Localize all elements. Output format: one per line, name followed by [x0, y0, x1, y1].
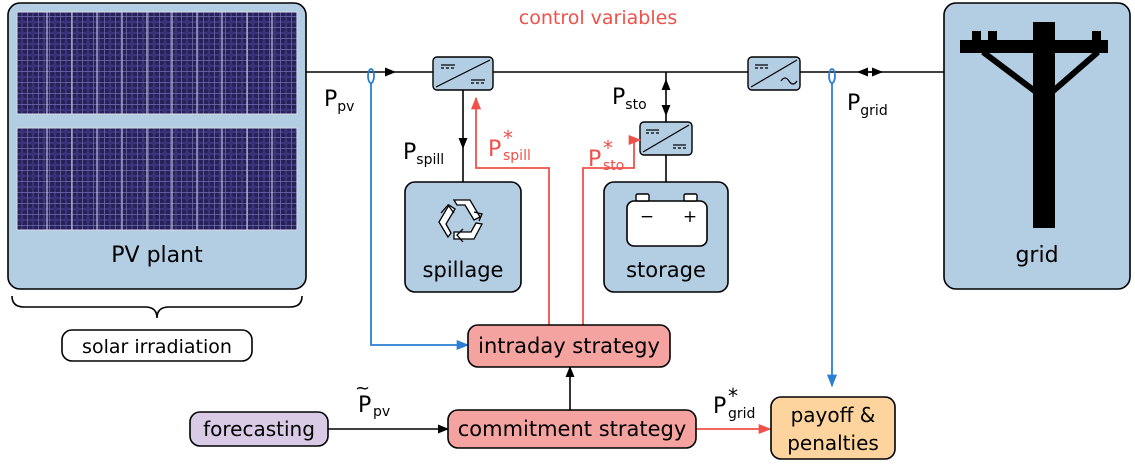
solar-panel-icon [16, 11, 298, 231]
svg-text:P: P [358, 393, 371, 418]
pv-plant-block: PV plant [7, 2, 307, 290]
grid-block: grid [943, 2, 1131, 290]
converter-icon [747, 56, 801, 91]
svg-text:pv: pv [373, 404, 390, 420]
svg-text:P: P [713, 394, 726, 419]
svg-text:~: ~ [355, 378, 370, 399]
label-p-sto: Psto [612, 85, 647, 113]
recycle-icon [438, 199, 483, 243]
svg-text:P: P [488, 137, 501, 162]
svg-text:*: * [603, 136, 613, 160]
spillage-label: spillage [423, 258, 504, 282]
grid-sensor [828, 68, 836, 84]
label-p-pv: Ppv [324, 87, 354, 115]
payoff-box [770, 396, 896, 460]
control-spill [470, 96, 550, 325]
label-p-sto-star: P * sto [588, 136, 624, 174]
label-p-grid: Pgrid [847, 91, 888, 119]
pv-sensor [367, 68, 375, 84]
label-p-spill: Pspill [403, 140, 444, 168]
svg-text:*: * [728, 384, 738, 408]
solar-panel [16, 127, 48, 231]
diagram-title: control variables [519, 7, 677, 29]
measure-pv-to-intraday [370, 83, 470, 351]
battery-plus: + [683, 207, 697, 227]
intraday-strategy-label: intraday strategy [478, 334, 660, 358]
payoff-label-line2: penalties [787, 431, 879, 455]
converter-icon [432, 56, 494, 91]
label-p-spill-star: P * spill [488, 126, 531, 164]
svg-text:spill: spill [503, 148, 531, 164]
forecasting-box [189, 411, 329, 447]
label-p-grid-star: P * grid [713, 384, 755, 422]
forecasting-label: forecasting [203, 417, 315, 441]
svg-text:P: P [588, 147, 601, 172]
pv-plant-label: PV plant [111, 243, 203, 268]
battery-minus: − [640, 207, 654, 227]
commitment-strategy-box [447, 409, 697, 449]
utility-pole-icon [960, 22, 1108, 228]
spillage-block: spillage [404, 181, 522, 293]
svg-text:sto: sto [603, 158, 624, 174]
svg-text:grid: grid [728, 406, 755, 422]
solar-panel [16, 11, 48, 115]
svg-text:*: * [503, 126, 513, 150]
solar-irradiation-label: solar irradiation [82, 336, 232, 358]
storage-label: storage [626, 258, 706, 282]
storage-block: − + storage [603, 181, 729, 293]
intraday-strategy-box [467, 324, 671, 368]
battery-icon: − + [626, 193, 708, 247]
control-sto [582, 134, 642, 325]
payoff-label-line1: payoff & [791, 403, 876, 427]
label-p-pv-forecast: P ~ pv [355, 378, 390, 420]
grid-label: grid [1015, 243, 1058, 268]
irradiation-brace [11, 295, 303, 319]
converter-icon [639, 121, 693, 156]
solar-irradiation-box [61, 329, 253, 362]
commitment-strategy-label: commitment strategy [458, 417, 687, 441]
